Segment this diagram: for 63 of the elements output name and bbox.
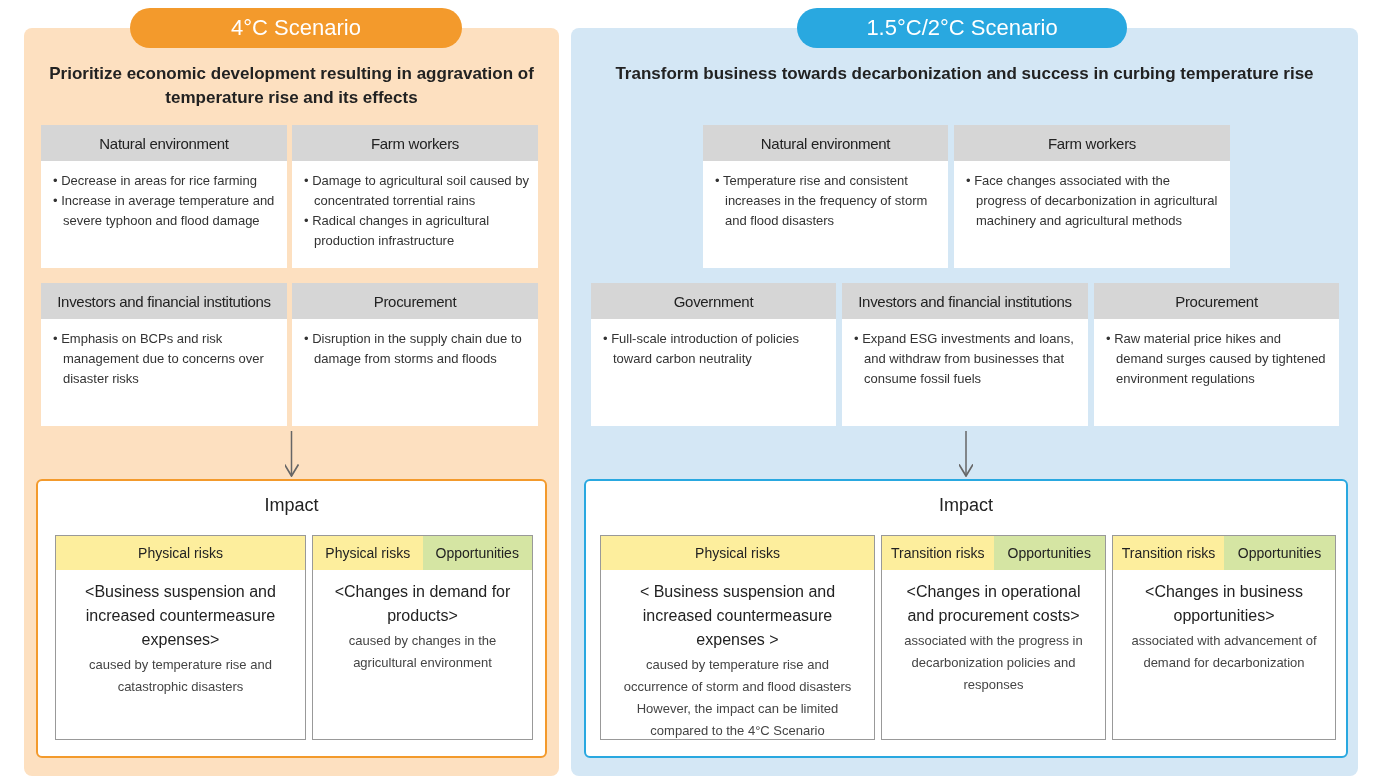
card-header: Natural environment	[41, 125, 287, 161]
card-header: Investors and financial institutions	[842, 283, 1088, 319]
risk-tag: Physical risks	[601, 536, 874, 570]
arrow	[958, 430, 974, 477]
impact-description: caused by temperature rise and occurrence of storm and flood disasters	[622, 656, 853, 696]
risk-tag: Physical risks	[313, 536, 423, 570]
impact-panel	[584, 479, 1348, 758]
bullet-item: • Raw material price hikes and demand surges caused by tightened environment regulations	[1106, 330, 1327, 388]
bullet-item: • Damage to agricultural soil caused by concentrated torrential rains	[304, 172, 530, 210]
stakeholder-card	[954, 125, 1230, 268]
impact-title: <Business suspension and increased countermeasure expenses>	[84, 582, 277, 650]
impact-card	[1112, 535, 1336, 740]
card-header: Procurement	[1094, 283, 1339, 319]
impact-card	[55, 535, 306, 740]
impact-card	[312, 535, 533, 740]
bullet-item: • Decrease in areas for rice farming	[53, 172, 258, 190]
impact-description: However, the impact can be limited compared to the 4°C Scenario	[635, 700, 840, 740]
impact-description: caused by temperature rise and catastrophic disasters	[88, 656, 273, 696]
card-header: Farm workers	[292, 125, 538, 161]
stakeholder-card	[1094, 283, 1339, 426]
bullet-item: • Full-scale introduction of policies toward carbon neutrality	[603, 330, 801, 368]
card-header: Government	[591, 283, 836, 319]
impact-description: caused by changes in the agricultural environment	[347, 632, 498, 672]
scenario-label: 4°C Scenario	[130, 8, 462, 48]
panel-heading: Prioritize economic development resulting in aggravation of temperature rise and its effects	[48, 63, 535, 109]
impact-title: <Changes in operational and procurement costs>	[905, 582, 1082, 626]
opportunity-tag: Opportunities	[1224, 536, 1335, 570]
stakeholder-card	[703, 125, 948, 268]
impact-card	[881, 535, 1106, 740]
bullet-item: • Face changes associated with the progress of decarbonization in agricultural machinery and agricultural methods	[966, 172, 1219, 230]
stakeholder-card	[41, 283, 287, 426]
stakeholder-card	[591, 283, 836, 426]
bullet-item: • Emphasis on BCPs and risk management due to concerns over disaster risks	[53, 330, 265, 388]
risk-tag: Transition risks	[1113, 536, 1224, 570]
card-header: Natural environment	[703, 125, 948, 161]
card-header: Farm workers	[954, 125, 1230, 161]
stakeholder-card	[842, 283, 1088, 426]
impact-heading: Impact	[263, 495, 320, 516]
risk-tag: Transition risks	[882, 536, 994, 570]
impact-panel	[36, 479, 547, 758]
opportunity-tag: Opportunities	[422, 536, 532, 570]
stakeholder-card	[292, 283, 538, 426]
bullet-item: • Temperature rise and consistent increases in the frequency of storm and flood disasters	[715, 172, 929, 230]
stakeholder-card	[292, 125, 538, 268]
opportunity-tag: Opportunities	[993, 536, 1105, 570]
impact-description: associated with the progress in decarbonization policies and responses	[903, 632, 1084, 694]
impact-title: <Changes in business opportunities>	[1144, 582, 1304, 626]
scenario-label: 1.5°C/2°C Scenario	[797, 8, 1127, 48]
bullet-item: • Disruption in the supply chain due to damage from storms and floods	[304, 330, 523, 368]
impact-description: associated with advancement of demand for decarbonization	[1130, 632, 1318, 672]
impact-heading: Impact	[938, 495, 994, 516]
panel-heading: Transform business towards decarbonization and success in curbing temperature rise	[614, 63, 1315, 85]
stakeholder-card	[41, 125, 287, 268]
risk-tag: Physical risks	[56, 536, 305, 570]
card-header: Investors and financial institutions	[41, 283, 287, 319]
impact-title: < Business suspension and increased countermeasure expenses >	[638, 582, 837, 650]
bullet-item: • Increase in average temperature and severe typhoon and flood damage	[53, 192, 276, 230]
arrow	[283, 430, 300, 477]
bullet-item: • Expand ESG investments and loans, and withdraw from businesses that consume fossil fuels	[854, 330, 1075, 388]
impact-title: <Changes in demand for products>	[333, 582, 512, 626]
bullet-item: • Radical changes in agricultural production infrastructure	[304, 212, 491, 250]
impact-card	[600, 535, 875, 740]
card-header: Procurement	[292, 283, 538, 319]
